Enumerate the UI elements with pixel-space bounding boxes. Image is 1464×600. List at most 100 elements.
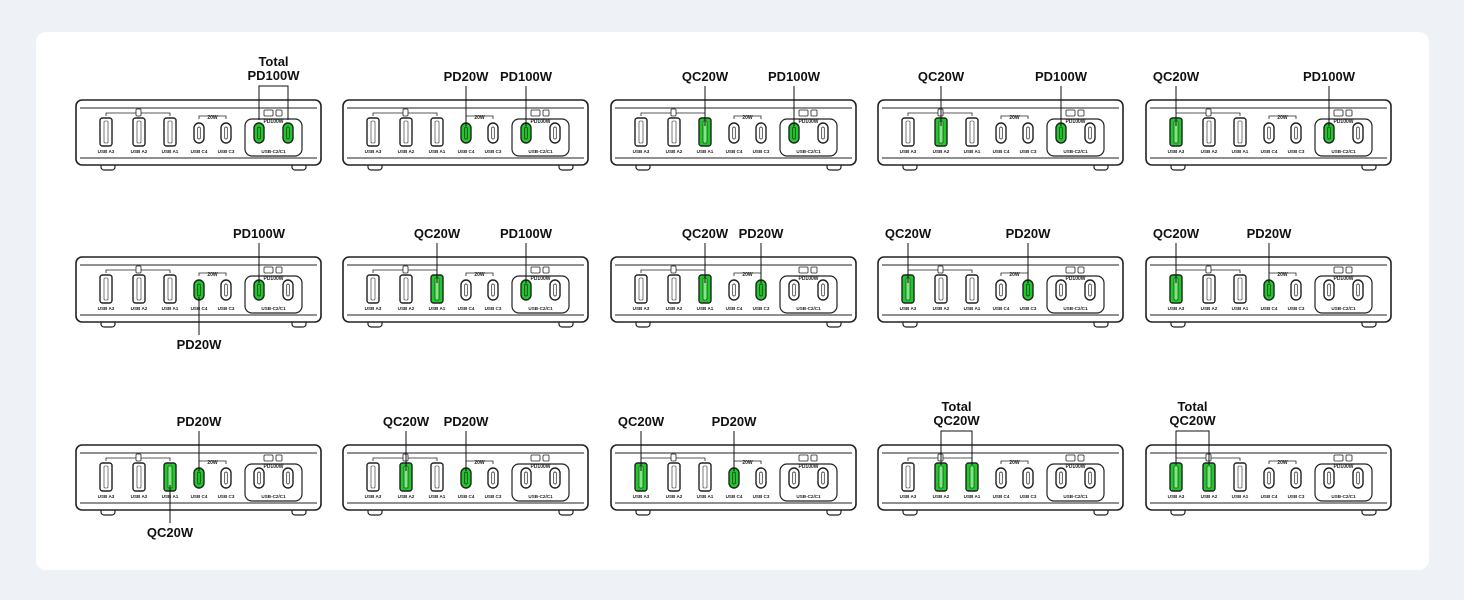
pd100w-label: PD100W — [798, 119, 818, 125]
port-c3-tongue — [1294, 283, 1298, 297]
port-a3-label: USB A3 — [1168, 149, 1185, 154]
usb-c-20w-label: 20W — [1277, 460, 1288, 466]
port-c1-tongue — [1088, 126, 1092, 140]
port-c2 — [520, 467, 532, 489]
port-a3-slot — [370, 120, 376, 144]
port-c3 — [487, 467, 499, 489]
port-a2-slot — [671, 465, 677, 489]
port-c4-tongue — [999, 471, 1003, 485]
callout-label: PD100W — [247, 68, 300, 83]
diagram-panel: 20W PD100W USB A3 USB A2 USB A1 USB C4 USB C3 U… — [36, 32, 1429, 570]
phone-icon — [810, 109, 818, 117]
usb-c-20w-bracket — [1000, 460, 1029, 464]
callout-label: QC20W — [1169, 413, 1216, 428]
phone-icon — [1345, 109, 1353, 117]
phone-icon — [542, 454, 550, 462]
usb-c-20w-label: 20W — [474, 272, 485, 278]
port-c3-label: USB C3 — [753, 306, 770, 311]
port-c4 — [1263, 467, 1275, 489]
callout-label: PD20W — [739, 226, 785, 241]
port-c4-label: USB C4 — [458, 149, 475, 154]
port-a2-label: USB A2 — [1201, 494, 1218, 499]
pd100w-label: PD100W — [1065, 276, 1085, 282]
port-a3-slot — [103, 465, 109, 489]
pd-port-frame — [1046, 118, 1105, 157]
port-c3-label: USB C3 — [485, 149, 502, 154]
laptop-icon — [798, 454, 809, 462]
pd100w-label: PD100W — [530, 119, 550, 125]
port-c2-tongue — [1327, 126, 1331, 140]
port-c4-tongue — [1267, 471, 1271, 485]
callout-label: PD20W — [177, 337, 223, 352]
port-c2c1-label: USB-C2/C1 — [528, 149, 553, 154]
pd100w-label: PD100W — [798, 276, 818, 282]
pd-port-frame — [1046, 275, 1105, 314]
phone-icon — [1345, 454, 1353, 462]
port-c3 — [1022, 122, 1034, 144]
port-c4-label: USB C4 — [1261, 494, 1278, 499]
port-c3-tongue — [224, 126, 228, 140]
port-c3 — [1290, 122, 1302, 144]
pd-port-frame — [244, 118, 303, 157]
laptop-icon — [263, 266, 274, 274]
port-a3-label: USB A3 — [900, 306, 917, 311]
callout-label: QC20W — [414, 226, 461, 241]
port-c1-tongue — [821, 126, 825, 140]
usb-c-20w-label: 20W — [1009, 115, 1020, 121]
port-a2-label: USB A2 — [398, 149, 415, 154]
port-a3-slot — [370, 277, 376, 301]
port-c3 — [1290, 279, 1302, 301]
port-c4 — [995, 467, 1007, 489]
pd-port-frame — [779, 275, 838, 314]
port-c1 — [549, 122, 561, 144]
phone-icon — [1077, 109, 1085, 117]
port-c1-tongue — [1088, 283, 1092, 297]
port-a2-slot — [136, 277, 142, 301]
port-a1-label: USB A1 — [964, 149, 981, 154]
port-a3-label: USB A3 — [365, 149, 382, 154]
port-c1 — [1084, 279, 1096, 301]
phone-icon — [275, 109, 283, 117]
port-a3-slot — [638, 277, 644, 301]
laptop-icon — [798, 109, 809, 117]
port-a1-slot — [434, 465, 440, 489]
pd100w-label: PD100W — [1333, 464, 1353, 470]
port-c2c1-label: USB-C2/C1 — [1063, 494, 1088, 499]
usb-c-20w-bracket — [198, 272, 227, 276]
phone-icon — [542, 109, 550, 117]
port-a2-label: USB A2 — [131, 494, 148, 499]
laptop-icon — [1065, 454, 1076, 462]
callout-label: PD100W — [233, 226, 286, 241]
port-c3-tongue — [224, 283, 228, 297]
port-c4-label: USB C4 — [993, 149, 1010, 154]
port-c3-label: USB C3 — [1288, 494, 1305, 499]
port-c1 — [549, 279, 561, 301]
phone-icon — [810, 266, 818, 274]
port-c3-tongue — [491, 126, 495, 140]
callout-bracket — [940, 430, 973, 465]
port-a1-label: USB A1 — [1232, 149, 1249, 154]
port-c4 — [728, 122, 740, 144]
port-c3-label: USB C3 — [753, 494, 770, 499]
usb-c-20w-bracket — [1000, 115, 1029, 119]
laptop-icon — [1065, 109, 1076, 117]
port-c2c1-label: USB-C2/C1 — [261, 494, 286, 499]
port-a1-label: USB A1 — [429, 306, 446, 311]
port-a3-label: USB A3 — [633, 149, 650, 154]
callout-label: PD100W — [1303, 69, 1356, 84]
port-c4-tongue — [732, 471, 736, 485]
callout-label: QC20W — [885, 226, 932, 241]
port-c2-tongue — [1327, 283, 1331, 297]
usb-a-icon — [670, 453, 677, 462]
pd100w-label: PD100W — [1065, 119, 1085, 125]
usb-c-20w-label: 20W — [207, 460, 218, 466]
laptop-icon — [263, 454, 274, 462]
port-a2-label: USB A2 — [131, 149, 148, 154]
port-c3 — [1290, 467, 1302, 489]
port-c3 — [487, 279, 499, 301]
